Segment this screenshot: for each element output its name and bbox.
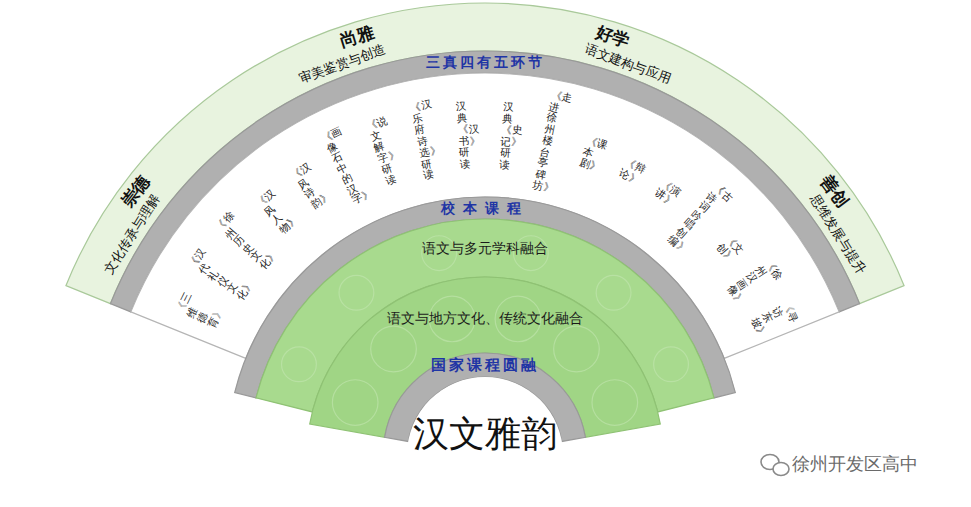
course-name: 汉典《汉书》研读 [456, 101, 471, 171]
band-text: 语文与地方文化、传统文化融合 [387, 310, 583, 326]
band-shape [256, 219, 714, 412]
course-name: 《课本剧》 [577, 134, 598, 170]
swirl-texture [282, 236, 689, 382]
band-shape [385, 353, 586, 441]
course-name: 《文创》 [714, 233, 738, 256]
band-shape [66, 3, 904, 304]
band-shape [110, 51, 859, 312]
course-name: 《三维德育》 [174, 300, 220, 330]
band-shape [310, 277, 661, 437]
band-text: 语文建构与应用 [582, 41, 673, 86]
band-text: 汉文雅韵 [413, 413, 557, 454]
course-name: 《汉乐府诗选》研读 [409, 100, 435, 181]
course-name: 《辩论》 [617, 156, 637, 181]
course-name: 《汉风诗韵》 [289, 167, 323, 211]
course-name: 《汉风人物》 [254, 194, 292, 236]
band-text: 校本课程 [441, 200, 529, 216]
band-shape [235, 197, 736, 398]
band-text: 崇德 [118, 172, 154, 211]
band-text: 审美鉴赏与创造 [297, 41, 388, 86]
watermark: 徐州开发区高中 [792, 452, 918, 476]
band-text: 思维发展与提升 [807, 192, 868, 277]
band-shape [407, 377, 563, 455]
band-text: 语文与多元学科融合 [422, 240, 548, 256]
course-name: 《徐州汉画像》 [725, 258, 779, 299]
watermark-icon [761, 455, 789, 476]
band-text: 三真四有五环节 [426, 54, 545, 70]
course-name: 《走进徐州楼台亭碑坊》 [532, 89, 563, 193]
band-text: 善创 [816, 172, 852, 211]
swirl-texture [332, 296, 637, 425]
course-name: 《古诗词吟唱创编》 [666, 181, 727, 249]
band-text: 尚雅 [338, 23, 376, 52]
band-shape [131, 73, 839, 358]
band-text: 好学 [594, 23, 632, 52]
course-name: 《汉代礼仪文化》 [186, 255, 250, 302]
course-name: 《说文解字》研读 [365, 118, 397, 187]
band-text: 国家课程圆融 [431, 357, 539, 374]
course-name: 《徐州历史文化》 [214, 218, 273, 271]
course-name: 《寻访东坡》 [749, 300, 795, 330]
course-name: 汉典《史记》研读 [498, 101, 513, 171]
band-text: 文化传承与理解 [102, 192, 163, 277]
course-name: 《画像石中的汉字》 [320, 130, 365, 207]
course-name: 《演讲》 [652, 177, 674, 202]
